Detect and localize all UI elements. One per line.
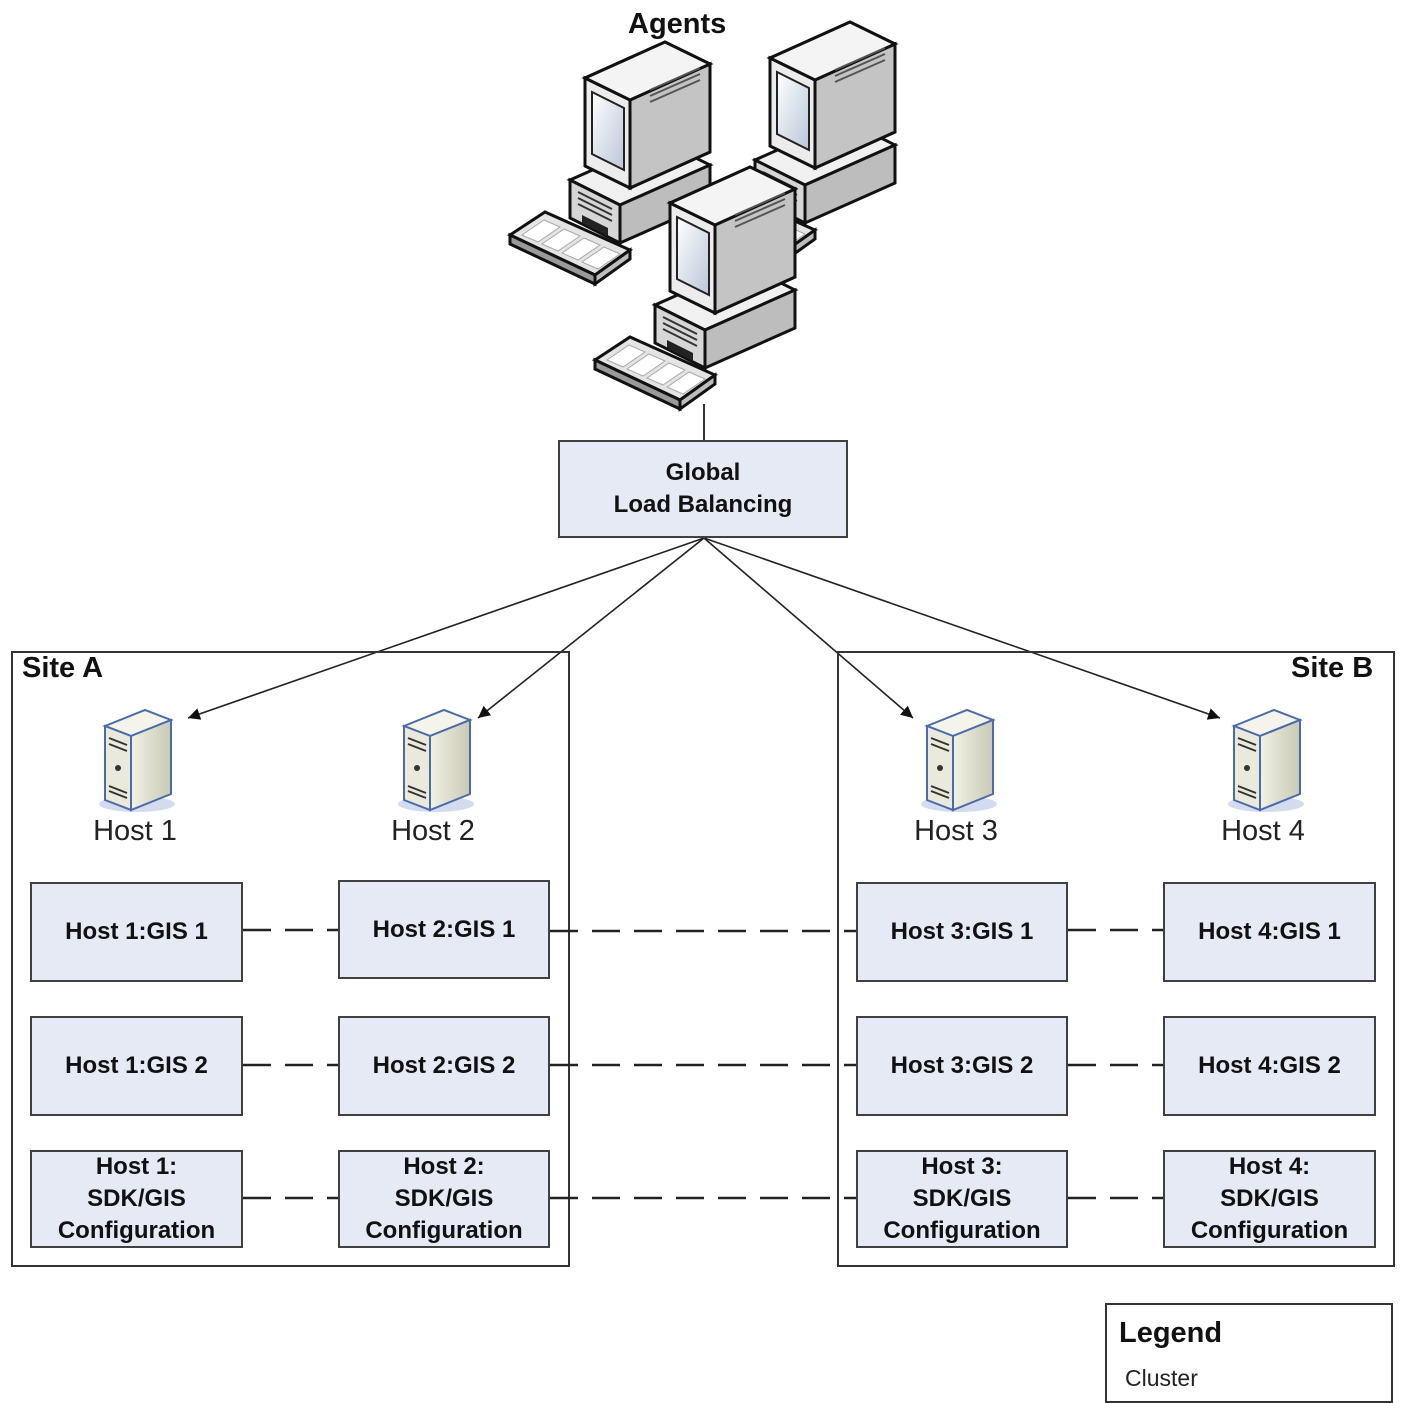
- node-label-line: Host 2:: [403, 1153, 485, 1180]
- load-balancer-line-2: Load Balancing: [613, 491, 793, 518]
- legend-title: Legend: [1119, 1317, 1223, 1349]
- node-label-line: SDK/GIS: [912, 1185, 1012, 1212]
- node-label: Host 2:GIS 1: [372, 915, 516, 943]
- node-label-line: Host 4:: [1228, 1153, 1311, 1180]
- node-label: Host 1:GIS 2: [65, 1052, 208, 1079]
- host-1-gis-2-node: Host 1:GIS 2: [30, 1016, 243, 1116]
- host-4-gis-1-node: Host 4:GIS 1: [1163, 882, 1376, 982]
- node-label: Host 4:GIS 1: [1198, 918, 1341, 945]
- node-label-line: Configuration: [57, 1217, 216, 1244]
- host-2-config-node: Host 2: SDK/GIS Configuration: [338, 1150, 550, 1248]
- host-3-server-icon: [920, 709, 998, 813]
- host-2-gis-1-node: Host 2:GIS 1: [338, 880, 550, 979]
- arrow-to-host-1: [187, 537, 705, 720]
- node-label-line: SDK/GIS: [1220, 1185, 1319, 1212]
- host-2-label: Host 2: [391, 815, 475, 847]
- node-label: Host 1:GIS 1: [65, 918, 208, 945]
- node-label-line: Configuration: [1190, 1217, 1349, 1244]
- site-a-title: Site A: [22, 652, 104, 684]
- host-4-config-node: Host 4: SDK/GIS Configuration: [1163, 1150, 1376, 1248]
- node-label-line: SDK/GIS: [394, 1185, 494, 1212]
- global-load-balancing-node: Global Load Balancing: [558, 440, 848, 538]
- node-label: Host 4:GIS 2: [1198, 1052, 1341, 1079]
- host-1-config-node: Host 1: SDK/GIS Configuration: [30, 1150, 243, 1248]
- arrow-to-host-2: [477, 537, 705, 719]
- node-label-line: Host 3:: [921, 1153, 1003, 1180]
- host-4-gis-2-node: Host 4:GIS 2: [1163, 1016, 1376, 1116]
- host-2-gis-2-node: Host 2:GIS 2: [338, 1016, 550, 1116]
- host-3-gis-1-node: Host 3:GIS 1: [856, 882, 1068, 982]
- node-label-line: Configuration: [883, 1217, 1041, 1244]
- host-3-gis-2-node: Host 3:GIS 2: [856, 1016, 1068, 1116]
- arrow-to-host-3: [703, 537, 914, 719]
- legend: Legend Cluster: [1105, 1303, 1393, 1403]
- host-3-label: Host 3: [914, 815, 998, 847]
- node-label-line: Host 1:: [95, 1153, 178, 1180]
- host-1-label: Host 1: [93, 815, 177, 847]
- load-balancer-line-1: Global: [665, 459, 741, 486]
- node-label-line: SDK/GIS: [87, 1185, 186, 1212]
- host-1-gis-1-node: Host 1:GIS 1: [30, 882, 243, 982]
- site-b-title: Site B: [1291, 652, 1374, 684]
- node-label: Host 3:GIS 1: [890, 918, 1034, 945]
- node-label: Host 2:GIS 2: [372, 1052, 516, 1079]
- node-label: Host 3:GIS 2: [890, 1052, 1034, 1079]
- node-label-line: Configuration: [365, 1217, 523, 1244]
- site-a-boundary: [11, 651, 570, 1267]
- host-3-config-node: Host 3: SDK/GIS Configuration: [856, 1150, 1068, 1248]
- host-1-server-icon: [98, 709, 176, 813]
- arrow-to-host-4: [703, 537, 1221, 720]
- host-2-server-icon: [397, 709, 475, 813]
- site-b-boundary: [837, 651, 1395, 1267]
- host-4-label: Host 4: [1221, 815, 1305, 847]
- legend-cluster-label: Cluster: [1125, 1365, 1198, 1391]
- agents-title: Agents: [628, 8, 727, 40]
- host-4-server-icon: [1227, 709, 1305, 813]
